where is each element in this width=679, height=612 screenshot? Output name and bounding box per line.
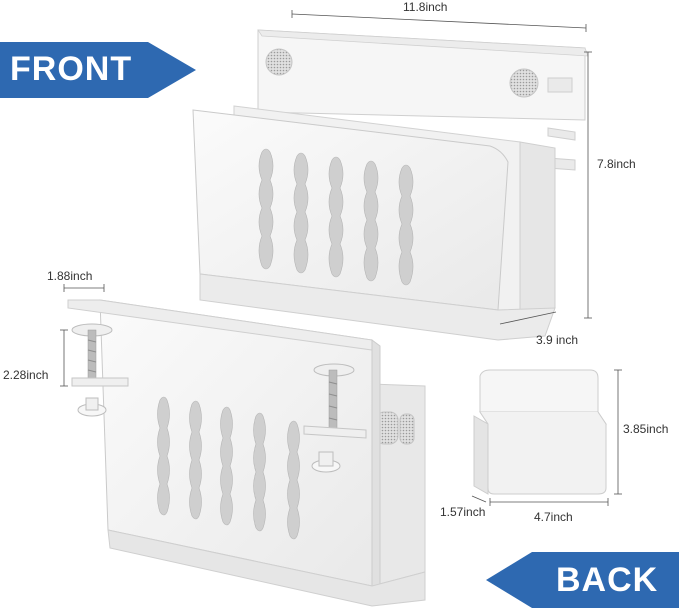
cup-dimension-lines <box>471 369 622 506</box>
cup-organizer <box>473 369 607 495</box>
clamp-icon <box>71 323 129 417</box>
cup-height-label: 3.85inch <box>623 422 669 436</box>
cup-depth-label: 1.57inch <box>440 505 486 519</box>
clamp-icon <box>303 363 367 473</box>
front-width-label: 11.8inch <box>403 0 448 14</box>
magnet-icon <box>265 48 293 76</box>
front-depth-label: 3.9 inch <box>536 333 579 347</box>
back-dimension-lines <box>60 284 105 387</box>
back-banner <box>486 552 679 608</box>
front-organizer <box>192 29 589 341</box>
front-label: FRONT <box>10 50 133 88</box>
front-dimension-lines <box>291 10 592 325</box>
front-banner <box>0 42 196 98</box>
back-organizer <box>67 299 426 607</box>
back-hook-depth-label: 1.88inch <box>47 269 93 283</box>
back-clamp-height-label: 2.28inch <box>3 368 49 382</box>
back-label: BACK <box>556 561 659 599</box>
cup-width-label: 4.7inch <box>534 510 573 524</box>
front-height-label: 7.8inch <box>597 157 636 171</box>
magnet-icon <box>509 68 539 98</box>
